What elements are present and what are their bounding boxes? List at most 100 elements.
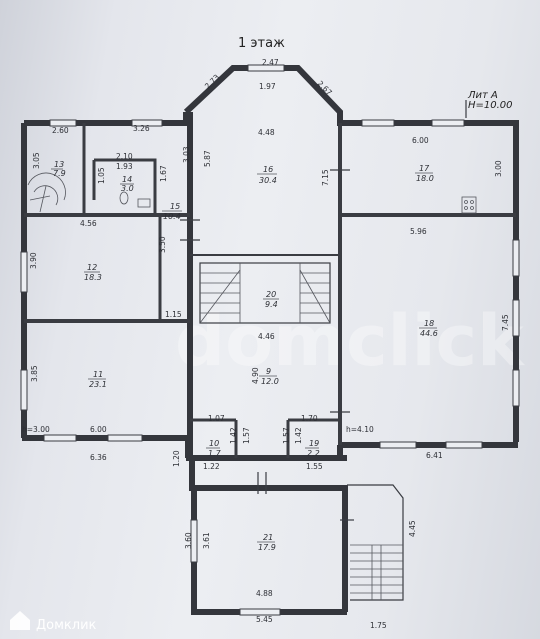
- svg-text:21: 21: [263, 533, 273, 542]
- domclick-watermark: Домклик: [10, 611, 97, 633]
- room-10: 10 1.7: [206, 439, 222, 458]
- svg-text:17.9: 17.9: [258, 543, 276, 552]
- svg-text:3.61: 3.61: [202, 532, 211, 549]
- svg-text:2.2: 2.2: [307, 449, 320, 458]
- room-15: 15 10.4: [162, 202, 182, 221]
- svg-text:6.00: 6.00: [412, 136, 429, 145]
- svg-text:3.50: 3.50: [158, 236, 167, 253]
- svg-text:3.26: 3.26: [133, 124, 150, 133]
- svg-text:12.0: 12.0: [261, 377, 279, 386]
- room-9: 9 12.0: [259, 367, 279, 386]
- svg-text:3.0: 3.0: [121, 184, 134, 193]
- svg-text:10: 10: [209, 439, 219, 448]
- room-labels: 13 7.9 14 3.0 15 10.4 12 18.3 11 23.1 16…: [51, 160, 438, 552]
- svg-text:4.88: 4.88: [256, 589, 273, 598]
- house-logo-icon: [10, 611, 30, 630]
- svg-text:44.6: 44.6: [420, 329, 438, 338]
- room-21: 21 17.9: [257, 533, 276, 552]
- floor-title: 1 этаж: [238, 36, 285, 51]
- svg-text:11: 11: [93, 370, 103, 379]
- exterior-staircase: [347, 484, 404, 601]
- svg-text:4.46: 4.46: [258, 332, 275, 341]
- svg-text:2.60: 2.60: [52, 126, 69, 135]
- svg-text:1.70: 1.70: [301, 414, 318, 423]
- height-label: H=10.00: [468, 100, 513, 111]
- svg-text:1.55: 1.55: [306, 462, 323, 471]
- svg-text:5.45: 5.45: [256, 615, 273, 624]
- bathroom-fixtures-icon: [119, 191, 477, 214]
- svg-text:12: 12: [87, 263, 97, 272]
- svg-text:5.96: 5.96: [410, 227, 427, 236]
- room-19: 19 2.2: [305, 439, 320, 458]
- svg-text:1.05: 1.05: [97, 167, 106, 184]
- svg-text:Домклик: Домклик: [36, 618, 97, 633]
- main-staircase: [199, 262, 331, 324]
- svg-text:1.22: 1.22: [203, 462, 220, 471]
- svg-text:1.15: 1.15: [165, 310, 182, 319]
- room-16: 16 30.4: [257, 165, 277, 185]
- svg-text:7.15: 7.15: [321, 169, 330, 186]
- svg-text:3.85: 3.85: [30, 365, 39, 382]
- room-18: 18 44.6: [419, 319, 438, 338]
- svg-text:18.0: 18.0: [416, 174, 434, 183]
- svg-text:10.4: 10.4: [163, 212, 181, 221]
- svg-text:3.03: 3.03: [182, 146, 191, 163]
- inner-walls: [24, 123, 516, 458]
- svg-text:23.1: 23.1: [89, 380, 107, 389]
- dimension-labels: 2.47 1.97 2.73 2.67 4.48 2.60 3.26 3.05 …: [22, 58, 510, 630]
- svg-text:17: 17: [419, 164, 430, 173]
- svg-text:1.20: 1.20: [172, 450, 181, 467]
- svg-text:3.00: 3.00: [494, 160, 503, 177]
- svg-text:1.57: 1.57: [242, 427, 251, 444]
- ghost-watermark: domclick: [175, 300, 525, 382]
- svg-text:7.9: 7.9: [53, 169, 66, 178]
- room-17: 17 18.0: [415, 164, 434, 183]
- svg-text:3.05: 3.05: [32, 152, 41, 169]
- lit-label: Лит А: [467, 90, 498, 101]
- svg-text:6.41: 6.41: [426, 451, 443, 460]
- svg-text:1.07: 1.07: [208, 414, 225, 423]
- svg-text:1.57: 1.57: [282, 427, 291, 444]
- svg-text:6.00: 6.00: [90, 425, 107, 434]
- svg-text:9.4: 9.4: [265, 300, 278, 309]
- svg-text:16: 16: [263, 165, 273, 174]
- svg-text:1.42: 1.42: [294, 427, 303, 444]
- svg-text:h=4.10: h=4.10: [346, 425, 374, 434]
- svg-text:1.7: 1.7: [208, 449, 222, 458]
- svg-text:18: 18: [424, 319, 434, 328]
- svg-text:2.47: 2.47: [262, 58, 279, 67]
- svg-text:1.75: 1.75: [370, 621, 387, 630]
- room-12: 12 18.3: [84, 263, 102, 282]
- svg-text:1.42: 1.42: [229, 427, 238, 444]
- svg-text:6.36: 6.36: [90, 453, 107, 462]
- room-11: 11 23.1: [88, 370, 107, 389]
- svg-text:14: 14: [122, 175, 132, 184]
- svg-text:1.97: 1.97: [259, 82, 276, 91]
- svg-text:3.60: 3.60: [184, 532, 193, 549]
- svg-text:20: 20: [266, 290, 276, 299]
- svg-text:h=3.00: h=3.00: [22, 425, 50, 434]
- room-13: 13 7.9: [51, 160, 66, 178]
- svg-text:13: 13: [54, 160, 64, 169]
- svg-text:4.90: 4.90: [251, 367, 260, 384]
- svg-text:30.4: 30.4: [259, 176, 277, 185]
- svg-text:7.45: 7.45: [501, 314, 510, 331]
- svg-text:2.10: 2.10: [116, 152, 133, 161]
- svg-text:5.87: 5.87: [203, 150, 212, 167]
- svg-text:1.93: 1.93: [116, 162, 133, 171]
- spiral-stair-icon: [27, 172, 66, 213]
- svg-text:4.45: 4.45: [408, 520, 417, 537]
- svg-text:18.3: 18.3: [84, 273, 102, 282]
- svg-text:19: 19: [309, 439, 319, 448]
- door-ticks: [180, 169, 354, 521]
- svg-text:15: 15: [170, 202, 180, 211]
- svg-text:4.56: 4.56: [80, 219, 97, 228]
- room-14: 14 3.0: [120, 175, 134, 193]
- svg-text:4.48: 4.48: [258, 128, 275, 137]
- windows: [20, 64, 520, 616]
- svg-text:9: 9: [266, 367, 271, 376]
- svg-text:1.67: 1.67: [159, 165, 168, 182]
- svg-text:3.90: 3.90: [29, 252, 38, 269]
